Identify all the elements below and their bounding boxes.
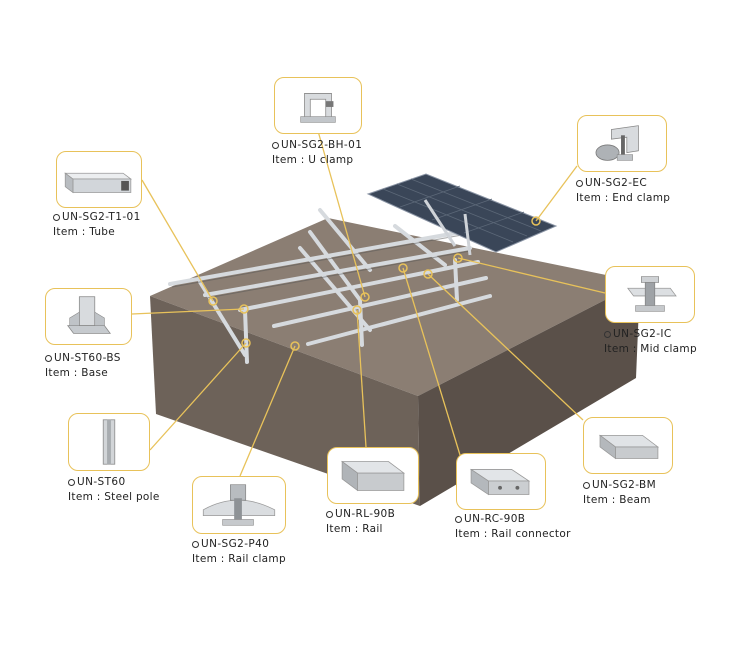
steel-pole-item: Item : Steel pole	[68, 490, 160, 505]
base-icon	[46, 289, 131, 344]
rail-clamp-item: Item : Rail clamp	[192, 552, 286, 567]
tube-icon	[57, 152, 141, 207]
end-clamp-label: UN-SG2-EC Item : End clamp	[576, 176, 670, 206]
beam-callout-card	[583, 417, 673, 474]
steel-pole-code: UN-ST60	[68, 475, 160, 490]
rail-icon	[328, 448, 418, 503]
u-clamp-code: UN-SG2-BH-01	[272, 138, 362, 153]
end-clamp-code: UN-SG2-EC	[576, 176, 670, 191]
rail-connector-label: UN-RC-90B Item : Rail connector	[455, 512, 571, 542]
base-item: Item : Base	[45, 366, 121, 381]
base-callout-card	[45, 288, 132, 345]
u-clamp-label: UN-SG2-BH-01 Item : U clamp	[272, 138, 362, 168]
beam-item: Item : Beam	[583, 493, 656, 508]
mid-clamp-item: Item : Mid clamp	[604, 342, 697, 357]
mid-clamp-callout-card	[605, 266, 695, 323]
rail-code: UN-RL-90B	[326, 507, 395, 522]
u-clamp-callout-card	[274, 77, 362, 134]
tube-code: UN-SG2-T1-01	[53, 210, 141, 225]
rail-callout-card	[327, 447, 419, 504]
rail-connector-item: Item : Rail connector	[455, 527, 571, 542]
beam-icon	[584, 418, 672, 473]
rail-clamp-code: UN-SG2-P40	[192, 537, 286, 552]
mid-clamp-code: UN-SG2-IC	[604, 327, 697, 342]
u-clamp-item: Item : U clamp	[272, 153, 362, 168]
rail-clamp-icon	[193, 477, 285, 533]
beam-code: UN-SG2-BM	[583, 478, 656, 493]
rail-connector-callout-card	[456, 453, 546, 510]
steel-pole-callout-card	[68, 413, 150, 471]
tube-item: Item : Tube	[53, 225, 141, 240]
end-clamp-callout-card	[577, 115, 667, 172]
rail-clamp-callout-card	[192, 476, 286, 534]
end-clamp-item: Item : End clamp	[576, 191, 670, 206]
rail-clamp-label: UN-SG2-P40 Item : Rail clamp	[192, 537, 286, 567]
beam-label: UN-SG2-BM Item : Beam	[583, 478, 656, 508]
steel-pole-icon	[69, 414, 149, 470]
rail-label: UN-RL-90B Item : Rail	[326, 507, 395, 537]
end-clamp-icon	[578, 116, 666, 171]
steel-pole-label: UN-ST60 Item : Steel pole	[68, 475, 160, 505]
mid-clamp-label: UN-SG2-IC Item : Mid clamp	[604, 327, 697, 357]
base-code: UN-ST60-BS	[45, 351, 121, 366]
mid-clamp-icon	[606, 267, 694, 322]
base-label: UN-ST60-BS Item : Base	[45, 351, 121, 381]
rail-connector-code: UN-RC-90B	[455, 512, 571, 527]
tube-label: UN-SG2-T1-01 Item : Tube	[53, 210, 141, 240]
rail-connector-icon	[457, 454, 545, 509]
rail-item: Item : Rail	[326, 522, 395, 537]
tube-callout-card	[56, 151, 142, 208]
u-clamp-icon	[275, 78, 361, 133]
